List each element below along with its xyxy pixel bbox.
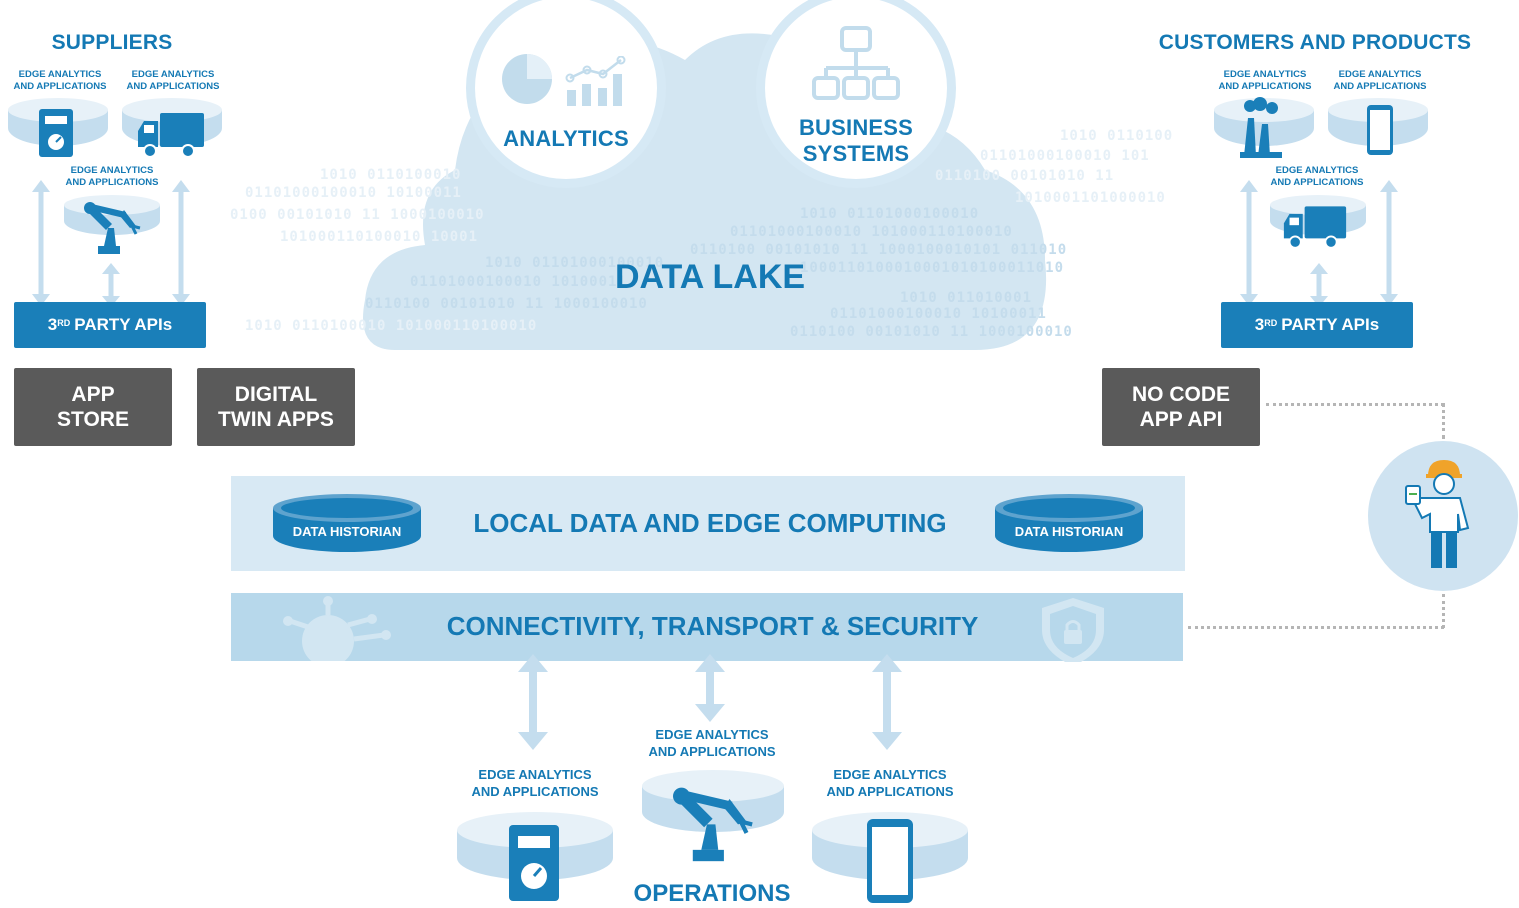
truck-icon — [138, 113, 204, 158]
double-arrow — [172, 180, 190, 306]
binary-text: 0110100 00101010 11 — [935, 168, 1115, 184]
worker-icon — [1405, 460, 1470, 568]
binary-text: 1010 011010001 — [900, 290, 1033, 306]
binary-text: 1010 0110100 — [1060, 128, 1174, 144]
binary-text: 01101000100010 101 — [980, 148, 1150, 164]
edge-label: EDGE ANALYTICS AND APPLICATIONS — [1270, 165, 1364, 188]
pie-chart-icon — [502, 54, 552, 104]
edge-label: EDGE ANALYTICS AND APPLICATIONS — [65, 165, 159, 188]
binary-text: 0110100 00101010 11 1000100010 — [790, 324, 1073, 340]
binary-text: 01101000100010 10100011 — [410, 274, 627, 290]
data-lake-label: DATA LAKE — [614, 258, 806, 296]
binary-text: 01101000100010 101000110100010 — [730, 224, 1013, 240]
api-num: 3 — [47, 315, 58, 334]
double-arrow — [1240, 180, 1258, 306]
edge-label: EDGE ANALYTICS AND APPLICATIONS — [648, 727, 776, 759]
double-arrow — [695, 654, 725, 722]
robot-arm-icon — [84, 202, 141, 254]
edge-label: EDGE ANALYTICS AND APPLICATIONS — [826, 767, 954, 799]
business-systems-circle — [756, 0, 956, 188]
factory-icon — [1240, 97, 1282, 158]
binary-text: 01101000100010 10100011 — [245, 185, 462, 201]
robot-arm-icon — [673, 787, 753, 862]
edge-label: EDGE ANALYTICS AND APPLICATIONS — [471, 767, 599, 799]
dotted-connector — [1188, 626, 1444, 629]
phone-icon — [867, 819, 913, 903]
meter-icon — [39, 109, 73, 157]
binary-text: 1010 0110100010 101000110100010 — [245, 318, 538, 334]
historian-label: DATA HISTORIAN — [292, 524, 402, 539]
analytics-circle — [466, 0, 666, 188]
binary-text: 1010 01101000100010 — [800, 206, 980, 222]
app-store-line2: STORE — [57, 408, 129, 431]
api-sup: RD — [57, 318, 71, 328]
binary-text: 0100 00101010 11 1000100010 — [230, 207, 485, 223]
double-arrow — [32, 180, 50, 306]
data-historian-cylinder — [273, 494, 421, 552]
binary-text: 1010 0110100010 — [320, 167, 462, 183]
no-code-app-api-button[interactable]: NO CODE APP API — [1102, 368, 1260, 446]
business-systems-label: SYSTEMS — [802, 141, 910, 166]
connectivity-layer — [231, 593, 1183, 661]
edge-label: EDGE ANALYTICS AND APPLICATIONS — [1333, 69, 1427, 92]
operations-title: OPERATIONS — [633, 880, 791, 907]
api-sup: RD — [1264, 318, 1278, 328]
business-systems-label: BUSINESS — [798, 115, 914, 140]
suppliers-title: SUPPLIERS — [51, 31, 173, 54]
dotted-connector — [1442, 403, 1445, 439]
binary-text: 1000110100010001010100011010 — [800, 260, 1065, 276]
double-arrow — [102, 263, 120, 307]
double-arrow — [872, 654, 902, 750]
binary-text: 0110100 00101010 11 1000100010 — [365, 296, 648, 312]
api-label: PARTY APIs — [1281, 315, 1380, 334]
digital-twin-line1: DIGITAL — [234, 383, 318, 406]
binary-text: 101000110100010 10001 — [280, 229, 479, 245]
binary-text: 0110100 00101010 11 1000100010101 011010 — [690, 242, 1068, 258]
digital-twin-line2: TWIN APPS — [218, 408, 334, 431]
data-historian-cylinder — [995, 494, 1143, 552]
connectivity-label: CONNECTIVITY, TRANSPORT & SECURITY — [446, 611, 979, 641]
truck-icon — [1283, 206, 1347, 249]
network-icon — [283, 596, 391, 661]
local-data-label: LOCAL DATA AND EDGE COMPUTING — [473, 508, 947, 538]
double-arrow — [1310, 263, 1328, 307]
digital-twin-button[interactable]: DIGITAL TWIN APPS — [197, 368, 355, 446]
double-arrow — [1380, 180, 1398, 306]
binary-text: 01101000100010 10100011 — [830, 306, 1047, 322]
app-store-line1: APP — [71, 383, 115, 406]
binary-text: 1010 01101000100010 — [485, 255, 665, 271]
edge-label: EDGE ANALYTICS AND APPLICATIONS — [13, 69, 107, 92]
api-label: PARTY APIs — [74, 315, 173, 334]
org-chart-icon — [812, 26, 900, 100]
bar-chart-icon — [565, 56, 626, 106]
dotted-connector — [1442, 594, 1445, 628]
edge-label: EDGE ANALYTICS AND APPLICATIONS — [1218, 69, 1312, 92]
edge-label: EDGE ANALYTICS AND APPLICATIONS — [126, 69, 220, 92]
api-num: 3 — [1254, 315, 1265, 334]
app-store-button[interactable]: APP STORE — [14, 368, 172, 446]
no-code-line1: NO CODE — [1131, 383, 1230, 406]
historian-label: DATA HISTORIAN — [1014, 524, 1124, 539]
no-code-line2: APP API — [1139, 408, 1223, 431]
analytics-label: ANALYTICS — [503, 126, 629, 151]
shield-lock-icon — [1042, 598, 1104, 662]
customers-title: CUSTOMERS AND PRODUCTS — [1158, 31, 1472, 54]
meter-icon — [509, 825, 559, 901]
dotted-connector — [1266, 403, 1444, 406]
phone-icon — [1367, 105, 1393, 155]
double-arrow — [518, 654, 548, 750]
binary-text: 1010001101000010 — [1015, 190, 1166, 206]
